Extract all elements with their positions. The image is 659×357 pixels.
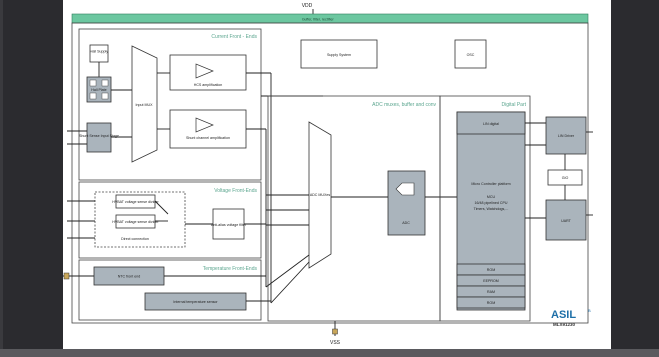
asil-logo-suffix: B (588, 308, 591, 313)
osc-block (454, 39, 487, 69)
adc-symbol-icon (395, 182, 415, 196)
mcu-detail-line-3: Timers, Watchdogs,... (474, 207, 509, 211)
window-edge (0, 0, 3, 349)
asil-logo: ASIL (551, 309, 576, 321)
divider-switch-wire (154, 200, 169, 215)
uart-label: UART (561, 219, 572, 223)
part-number: MLX91230 (553, 322, 576, 327)
internal-temp-block (144, 292, 247, 311)
hall-plate-cell-icon (89, 79, 97, 87)
lin-digital-label: LIN digital (483, 122, 499, 126)
ntc-pin-icon (63, 272, 70, 280)
digital-part-title: Digital Part (502, 102, 527, 108)
temp-to-mux-wire (270, 261, 310, 304)
uart-block (545, 199, 587, 241)
chip-outline (71, 22, 589, 324)
adc-mux-block (308, 121, 332, 269)
shunt-amp-block (169, 109, 247, 149)
supply-bus-label: buffer, filter, rectifier (302, 18, 334, 22)
digital-part-frame (439, 95, 531, 322)
block-diagram: VDD buffer, filter, rectifier Current Fr… (63, 3, 593, 346)
adc-section-title: ADC muxes, buffer and conv (372, 102, 436, 108)
lin-driver-block (545, 116, 587, 155)
temp-to-mux-wire (265, 254, 310, 288)
shunt-input-label: Shunt Sense Input Stage (79, 134, 119, 138)
memory-label: ROM (487, 268, 495, 272)
hcs-amp-label: HCS amplification (194, 83, 223, 87)
vdd-pin-label: VDD (302, 3, 313, 9)
anti-alias-filter-label: Anti-alias voltage filter (211, 223, 247, 227)
shunt-amp-label: Shunt channel amplification (186, 136, 230, 140)
hall-supply-block (89, 44, 109, 63)
adc-label: ADC (402, 221, 410, 225)
mcu-detail-line-2: 16/48 pipelined CPU (475, 201, 508, 205)
input-mux-label: Input MUX (136, 103, 154, 107)
supply-system-block (300, 39, 378, 69)
memory-label: EEPROM (483, 279, 499, 283)
hall-supply-label: Hall Supply (90, 50, 108, 54)
internal-temp-label: Internal temperature sensor (173, 300, 218, 304)
current-front-ends-frame (78, 28, 262, 181)
memory-label: ROM (487, 301, 495, 305)
mcu-label: Micro Controller platform (471, 182, 510, 186)
input-mux-block (131, 45, 158, 163)
gio-label: GIO (562, 176, 569, 180)
voltage-front-ends-title: Voltage Front-Ends (214, 188, 257, 194)
supply-system-label: Supply System (327, 53, 351, 57)
adc-block (387, 170, 426, 236)
divider-group-frame (94, 191, 186, 248)
adc-mux-label: ADC MUXes (310, 193, 331, 197)
osc-label: OSC (467, 53, 475, 57)
shunt-input-block (86, 122, 112, 153)
ntc-label: NTC front end (118, 275, 141, 279)
amplifier-icon (195, 117, 214, 133)
vss-pin-label: VSS (330, 340, 341, 346)
vss-pin-icon (332, 328, 338, 335)
hall-plate-cell-icon (101, 79, 109, 87)
temperature-front-ends-frame (78, 259, 262, 321)
memory-label: RAM (487, 290, 495, 294)
hv-divider-block (115, 214, 156, 229)
hall-plate-cell-icon (89, 92, 97, 100)
amplifier-icon (195, 63, 214, 79)
diagram-sheet: VDD buffer, filter, rectifier Current Fr… (63, 0, 611, 349)
hv-divider-label: HVBAT voltage sense divider (112, 220, 159, 224)
memory-block (456, 296, 526, 309)
lin-driver-label: LIN Driver (558, 134, 575, 138)
memory-blocks: ROM EEPROM RAM ROM (456, 263, 526, 309)
current-front-ends-title: Current Front - Ends (211, 34, 257, 40)
direct-connection-label: Direct connection (121, 237, 149, 241)
anti-alias-filter-block (212, 208, 245, 240)
voltage-front-ends-frame (78, 181, 262, 259)
hall-plate-label: Hall Plate (91, 88, 106, 92)
mcu-detail-line-1: MCU (487, 195, 496, 199)
hv-divider-label: HVBAT voltage sense divider (112, 200, 159, 204)
hall-plate-cell-icon (101, 92, 109, 100)
temperature-front-ends-title: Temperature Front-Ends (203, 266, 258, 272)
window-bottom-bar (0, 349, 659, 357)
